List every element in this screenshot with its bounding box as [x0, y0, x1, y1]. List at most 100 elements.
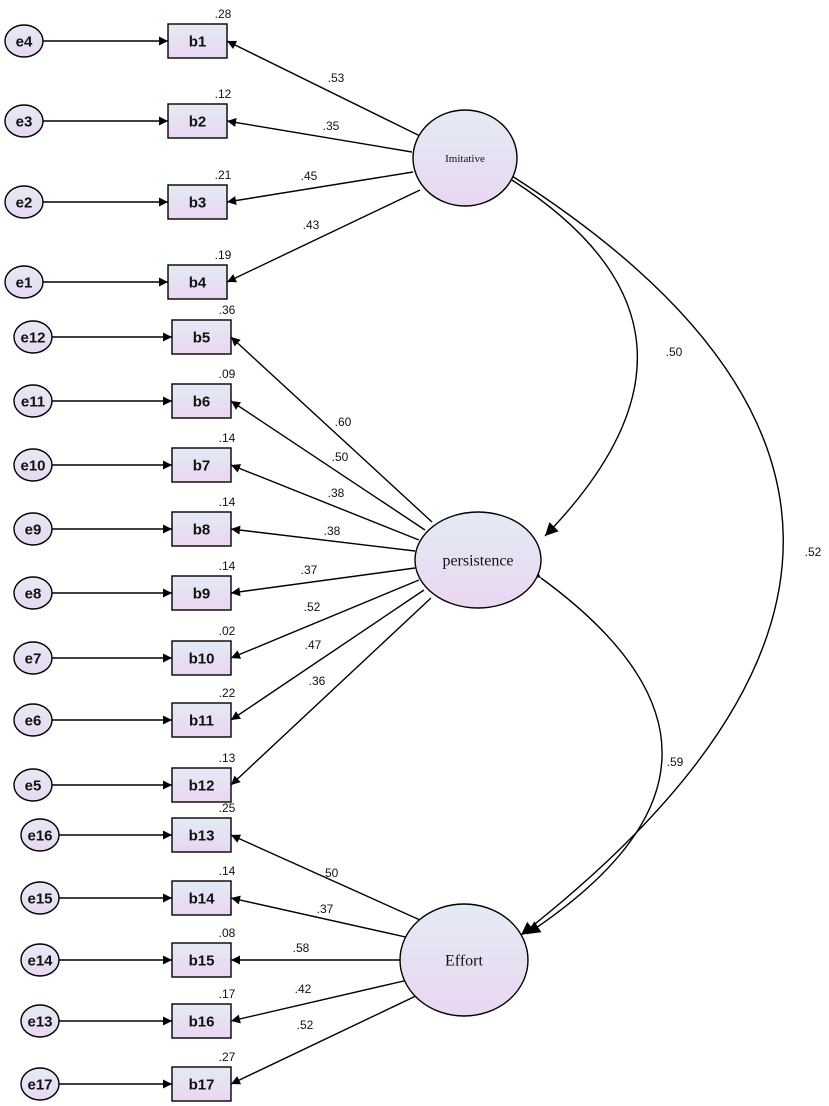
item-box-b5: [171, 319, 232, 355]
loading-label: .42: [295, 982, 312, 996]
error-label: e10: [20, 458, 45, 475]
r-squared-label: .22: [219, 686, 236, 700]
error-label: e17: [27, 1077, 52, 1094]
r-squared-label: .02: [219, 624, 236, 638]
correlation-imitative-effort: [497, 163, 784, 936]
loading-label: .47: [305, 638, 322, 652]
loading-path-b7: [230, 464, 420, 541]
r-squared-label: .21: [215, 168, 232, 182]
item-box-b3: [167, 184, 228, 220]
correlation-imitative-persistence: [497, 167, 638, 537]
r-squared-label: .14: [219, 559, 236, 573]
correlation-label: .52: [805, 545, 822, 559]
loading-path-b9: [230, 567, 416, 597]
item-label: b7: [193, 458, 211, 475]
loading-label: .45: [301, 169, 318, 183]
loading-path-b16: [230, 979, 409, 1024]
item-box-b12: [171, 767, 232, 803]
loading-label: .37: [301, 563, 318, 577]
error-label: e13: [27, 1014, 52, 1031]
item-box-b10: [171, 640, 232, 676]
error-node-e12: [13, 320, 53, 354]
loading-label: .36: [309, 674, 326, 688]
latent-label-effort: Effort: [445, 953, 483, 970]
error-node-e16: [20, 818, 60, 852]
item-label: b4: [189, 275, 207, 292]
error-label: e1: [16, 275, 33, 292]
loading-path-b14: [230, 895, 411, 939]
item-box-b14: [171, 880, 232, 916]
item-box-b1: [167, 23, 228, 59]
error-node-e4: [4, 24, 44, 58]
error-node-e2: [4, 185, 44, 219]
error-node-e13: [20, 1004, 60, 1038]
error-label: e12: [20, 330, 45, 347]
loading-path-b17: [230, 993, 421, 1085]
item-label: b14: [189, 891, 216, 908]
loading-label: .52: [304, 600, 321, 614]
loading-path-b13: [230, 834, 421, 921]
item-box-b11: [171, 702, 232, 738]
r-squared-label: .36: [219, 303, 236, 317]
item-box-b6: [171, 383, 232, 419]
latent-node-imitative: [412, 109, 518, 207]
loading-path-b4: [226, 189, 421, 283]
loading-label: .43: [303, 218, 320, 232]
error-label: e3: [16, 114, 33, 131]
loading-label: .50: [322, 866, 339, 880]
item-label: b12: [189, 778, 215, 795]
item-box-b17: [171, 1066, 232, 1102]
error-node-e5: [13, 768, 53, 802]
item-label: b1: [189, 34, 207, 51]
error-node-e6: [13, 703, 53, 737]
item-label: b3: [189, 195, 207, 212]
loading-label: .38: [324, 524, 341, 538]
correlation-label: .59: [667, 755, 684, 769]
loading-label: .38: [328, 486, 345, 500]
r-squared-label: .14: [219, 495, 236, 509]
item-label: b6: [193, 394, 211, 411]
error-label: e9: [25, 522, 42, 539]
loading-path-b6: [230, 400, 426, 531]
item-box-b16: [171, 1003, 232, 1039]
error-node-e10: [13, 448, 53, 482]
item-label: b8: [193, 522, 211, 539]
error-node-e3: [4, 104, 44, 138]
r-squared-label: .13: [219, 751, 236, 765]
error-label: e11: [21, 394, 45, 411]
error-label: e5: [25, 778, 42, 795]
error-label: e4: [16, 34, 33, 51]
error-node-e8: [13, 576, 53, 610]
error-label: e15: [27, 891, 52, 908]
r-squared-label: .28: [215, 7, 232, 21]
r-squared-label: .19: [215, 248, 232, 262]
r-squared-label: .14: [219, 864, 236, 878]
error-node-e1: [4, 265, 44, 299]
error-label: e2: [16, 195, 33, 212]
latent-node-effort: [399, 903, 529, 1017]
loading-label: .53: [328, 71, 345, 85]
r-squared-label: .27: [219, 1050, 236, 1064]
error-node-e15: [20, 881, 60, 915]
item-label: b11: [189, 713, 214, 730]
error-node-e9: [13, 512, 53, 546]
loading-label: .60: [335, 415, 352, 429]
item-box-b2: [167, 103, 228, 139]
loading-path-b12: [230, 597, 432, 786]
loading-path-b11: [230, 589, 425, 721]
item-box-b8: [171, 511, 232, 547]
latent-label-imitative: Imitative: [445, 153, 485, 165]
latent-node-persistence: [414, 511, 542, 609]
item-box-b7: [171, 447, 232, 483]
error-label: e7: [25, 651, 42, 668]
item-label: b9: [193, 586, 211, 603]
error-label: e8: [25, 586, 42, 603]
error-node-e11: [13, 384, 53, 418]
latent-label-persistence: persistence: [442, 553, 513, 570]
loading-label: .50: [332, 450, 349, 464]
loading-label: .52: [297, 1018, 314, 1032]
loading-label: .58: [293, 941, 310, 955]
item-box-b4: [167, 264, 228, 300]
loading-path-b1: [226, 40, 421, 137]
